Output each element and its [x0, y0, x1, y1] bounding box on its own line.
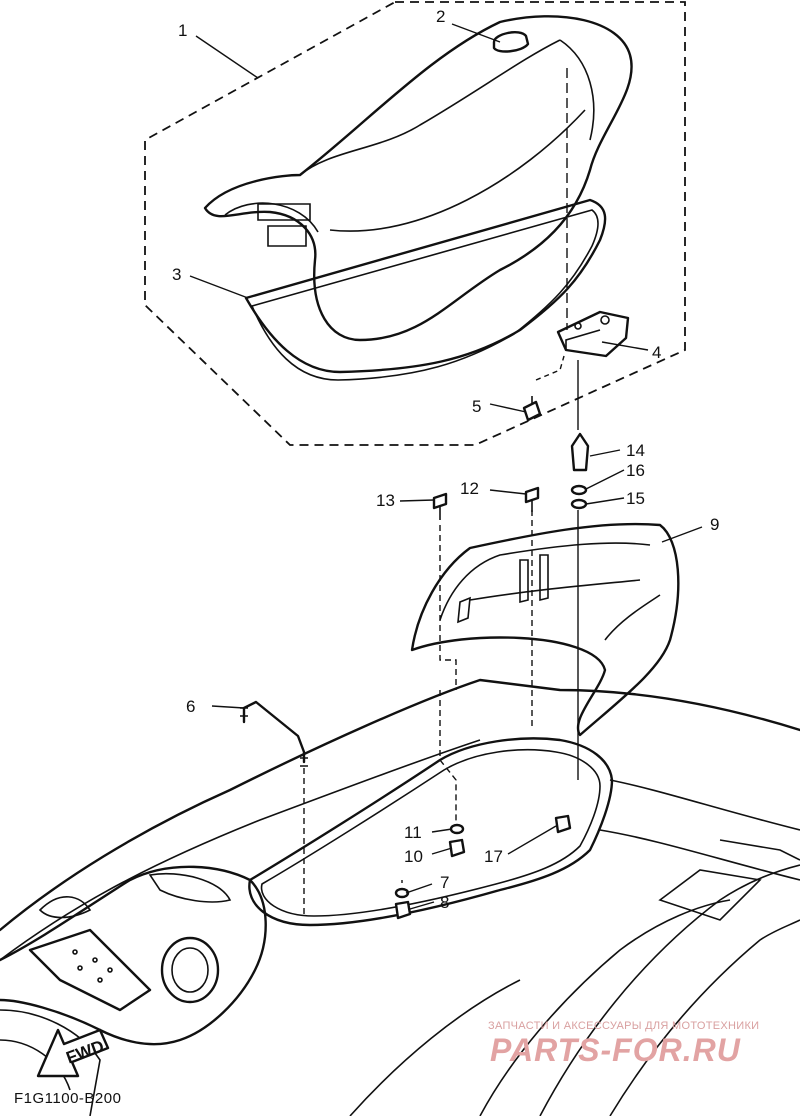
callout-17: 17: [484, 847, 503, 866]
seat-bracket-part: [556, 310, 630, 358]
storage-tray-part: [410, 522, 680, 737]
callout-8: 8: [440, 893, 449, 912]
nut-part-11: [449, 823, 465, 835]
callout-2: 2: [436, 7, 445, 26]
bolt-part-12: [524, 486, 540, 512]
callout-4: 4: [652, 343, 661, 362]
nut-part-8: [394, 900, 412, 920]
callout-5: 5: [472, 397, 481, 416]
callout-12: 12: [460, 479, 479, 498]
bolt-part-5: [522, 355, 565, 422]
callout-15: 15: [626, 489, 645, 508]
callout-3: 3: [172, 265, 181, 284]
callout-14: 14: [626, 441, 645, 460]
watermark-tagline: ЗАПЧАСТИ И АКСЕССУАРЫ ДЛЯ МОТОТЕХНИКИ: [488, 1020, 760, 1032]
stud-part-14: [570, 432, 590, 472]
callout-11: 11: [404, 823, 422, 842]
seat-assembly-boundary: [144, 1, 686, 446]
washer-part-15: [570, 498, 588, 510]
washer-part-16: [570, 484, 588, 496]
figure-code: F1G1100-B200: [14, 1090, 122, 1107]
bolt-part-13: [432, 492, 448, 520]
callout-6: 6: [186, 697, 195, 716]
callout-1: 1: [178, 21, 187, 40]
callout-10: 10: [404, 847, 423, 866]
callout-16: 16: [626, 461, 645, 480]
nut-part-17: [554, 814, 572, 834]
seat-part: [203, 15, 633, 342]
callout-7: 7: [440, 873, 449, 892]
watermark-logo: PARTS-FOR.RU: [490, 1032, 741, 1068]
callout-13: 13: [376, 491, 395, 510]
callout-9: 9: [710, 515, 719, 534]
nut-part-10: [448, 838, 466, 858]
hull-deck: [0, 678, 800, 1116]
seat-trim-part: [244, 198, 607, 381]
forward-direction-arrow: FWD: [36, 1028, 110, 1078]
